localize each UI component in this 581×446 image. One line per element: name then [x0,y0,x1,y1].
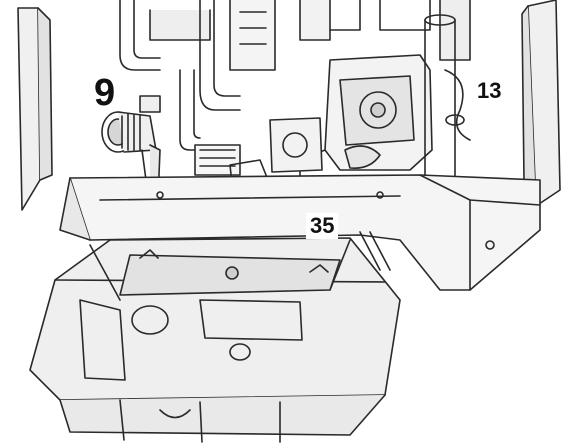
pump-assembly [299,54,433,191]
callout-13: 13 [477,78,502,103]
centre-components [194,117,381,185]
casing-left-wall [17,7,53,211]
casing-right-wall [521,0,561,207]
bottom-frame [59,174,541,291]
callout-35: 35 [306,213,339,239]
front-cover [29,231,401,443]
callout-9: 9 [94,72,116,114]
